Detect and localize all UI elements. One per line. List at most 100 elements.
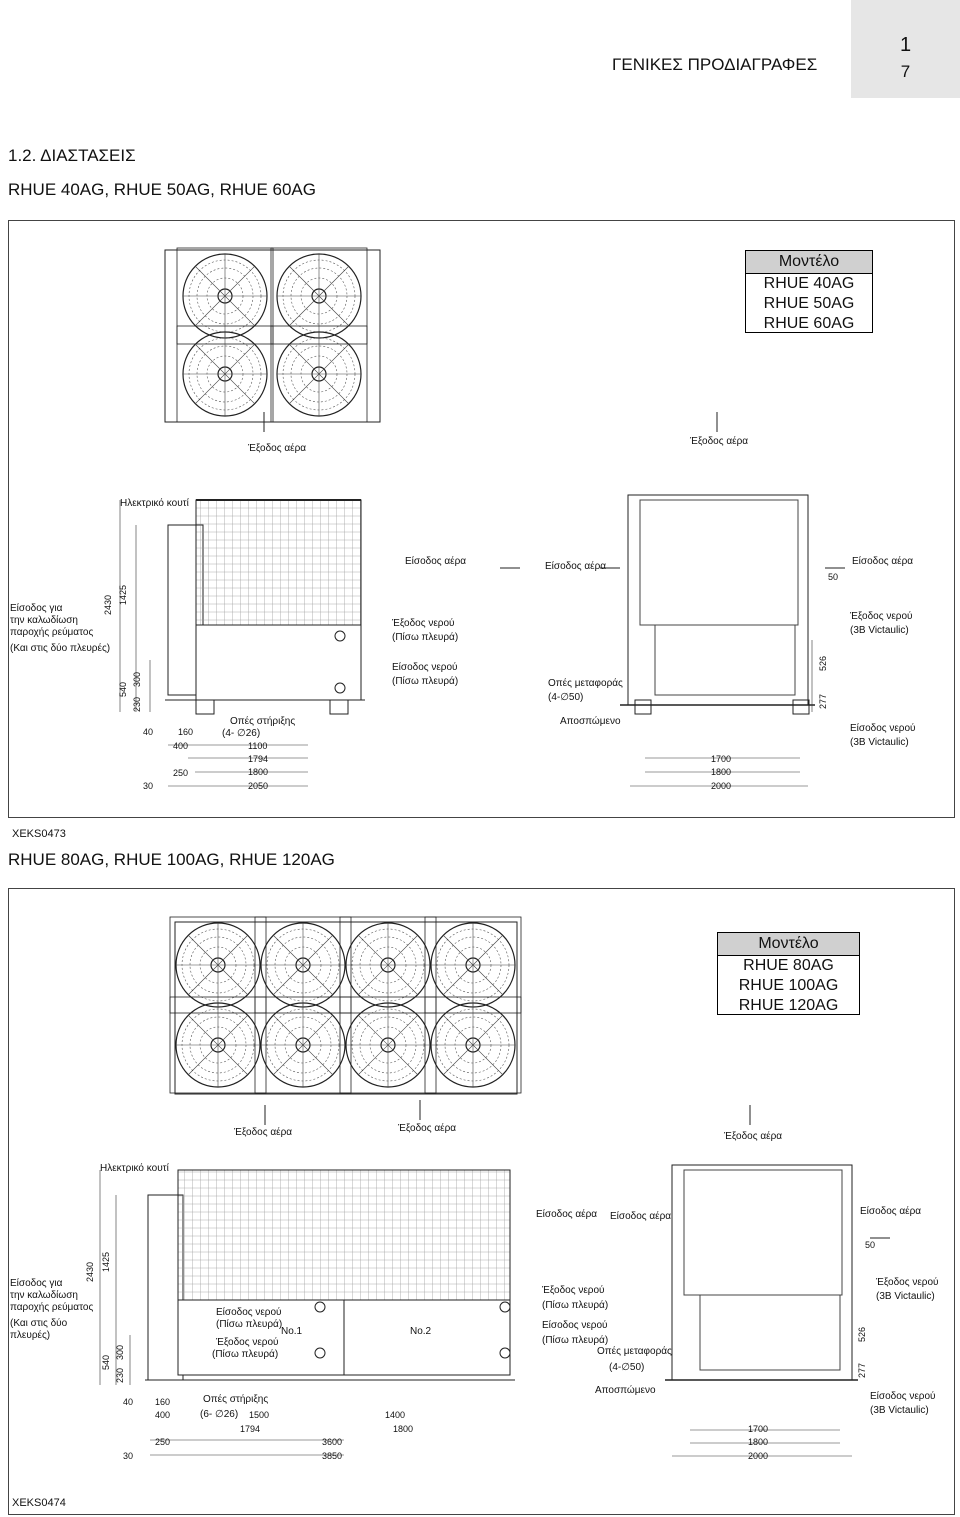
power-entry-label: Είσοδος για — [10, 1278, 63, 1289]
dimension-277: 277 — [818, 693, 828, 709]
transport-holes-spec: (4-∅50) — [609, 1362, 645, 1373]
model-table-header: Μοντέλο — [746, 251, 872, 274]
mounting-holes-spec: (4- ∅26) — [222, 728, 261, 739]
dimension-2000: 2000 — [748, 1451, 769, 1461]
chapter-number: 1 — [899, 34, 912, 56]
victaulic-label: (3B Victaulic) — [850, 625, 909, 636]
dimension-1700: 1700 — [711, 754, 732, 764]
dimension-30: 30 — [123, 1451, 134, 1461]
dimension-400: 400 — [173, 741, 189, 751]
subsection-heading-2: RHUE 80AG, RHUE 100AG, RHUE 120AG — [8, 850, 335, 869]
rear-side-label: (Πίσω πλευρά) — [542, 1335, 609, 1346]
dimension-50: 50 — [865, 1240, 876, 1250]
dimension-1800: 1800 — [748, 1437, 769, 1447]
air-inlet-label: Είσοδος αέρα — [536, 1209, 598, 1220]
power-entry-label: παροχής ρεύματος — [10, 1302, 94, 1313]
dimension-250: 250 — [173, 768, 189, 778]
air-outlet-label: Έξοδος αέρα — [248, 443, 307, 454]
subsection-heading-1: RHUE 40AG, RHUE 50AG, RHUE 60AG — [8, 180, 316, 199]
dimension-3850: 3850 — [322, 1451, 343, 1461]
rear-side-label: (Πίσω πλευρά) — [216, 1319, 283, 1330]
dimension-50: 50 — [828, 572, 839, 582]
section-heading: 1.2. ΔΙΑΣΤΑΣΕΙΣ — [8, 146, 136, 165]
power-entry-label: (Και στις δύο — [10, 1318, 68, 1329]
dimension-1800: 1800 — [393, 1424, 414, 1434]
air-outlet-label: Έξοδος αέρα — [690, 436, 749, 447]
water-outlet-label: Έξοδος νερού — [542, 1285, 605, 1296]
dimension-1700: 1700 — [748, 1424, 769, 1434]
electrical-box-label: Ηλεκτρικό κουτί — [120, 498, 189, 509]
dimension-2050: 2050 — [248, 781, 269, 791]
transport-holes-label: Οπές μεταφοράς — [548, 678, 623, 689]
victaulic-label: (3B Victaulic) — [876, 1291, 935, 1302]
dimension-230: 230 — [132, 696, 142, 712]
dimension-1794: 1794 — [248, 754, 269, 764]
dimension-40: 40 — [123, 1397, 134, 1407]
dimension-1425: 1425 — [118, 584, 128, 605]
dimension-540: 540 — [118, 681, 128, 697]
dimension-1800: 1800 — [248, 767, 269, 777]
dimension-230: 230 — [115, 1367, 125, 1383]
dimension-2430: 2430 — [103, 594, 113, 615]
dimension-526: 526 — [818, 655, 828, 671]
power-entry-label: την καλωδίωση — [10, 1290, 78, 1301]
power-entry-label: πλευρές) — [10, 1330, 51, 1341]
transport-holes-spec: (4-∅50) — [548, 692, 584, 703]
dimension-160: 160 — [155, 1397, 171, 1407]
water-inlet-label: Είσοδος νερού — [216, 1307, 282, 1318]
water-inlet-label: Είσοδος νερού — [850, 723, 916, 734]
model-table-header: Μοντέλο — [718, 933, 859, 956]
water-inlet-label: Είσοδος νερού — [542, 1320, 608, 1331]
removable-label: Αποσπώμενο — [560, 716, 621, 727]
electrical-box-label: Ηλεκτρικό κουτί — [100, 1163, 169, 1174]
dimension-1794: 1794 — [240, 1424, 261, 1434]
dimension-300: 300 — [132, 671, 142, 687]
figure-2-frame — [8, 888, 955, 1515]
air-inlet-label: Είσοδος αέρα — [545, 561, 607, 572]
water-inlet-label: Είσοδος νερού — [870, 1391, 936, 1402]
rear-side-label: (Πίσω πλευρά) — [392, 632, 459, 643]
model-row: RHUE 120AG — [738, 997, 839, 1014]
dimension-30: 30 — [143, 781, 154, 791]
air-inlet-label: Είσοδος αέρα — [860, 1206, 922, 1217]
water-outlet-label: Έξοδος νερού — [216, 1337, 279, 1348]
rear-side-label: (Πίσω πλευρά) — [542, 1300, 609, 1311]
dimension-1500: 1500 — [249, 1410, 270, 1420]
unit-no1-label: No.1 — [281, 1326, 303, 1337]
dimension-1100: 1100 — [248, 741, 268, 751]
transport-holes-label: Οπές μεταφοράς — [597, 1346, 672, 1357]
water-outlet-label: Έξοδος νερού — [850, 611, 913, 622]
model-row: RHUE 50AG — [763, 295, 855, 312]
air-inlet-label: Είσοδος αέρα — [405, 556, 467, 567]
power-entry-label: την καλωδίωση — [10, 615, 78, 626]
air-outlet-label: Έξοδος αέρα — [724, 1131, 783, 1142]
figure-1-frame — [8, 220, 955, 818]
victaulic-label: (3B Victaulic) — [850, 737, 909, 748]
dimension-3600: 3600 — [322, 1437, 343, 1447]
dimension-160: 160 — [178, 727, 194, 737]
rear-side-label: (Πίσω πλευρά) — [212, 1349, 279, 1360]
dimension-1800: 1800 — [711, 767, 732, 777]
model-table-1: Μοντέλο RHUE 40AG RHUE 50AG RHUE 60AG — [745, 250, 873, 333]
unit-no2-label: No.2 — [410, 1326, 432, 1337]
victaulic-label: (3B Victaulic) — [870, 1405, 929, 1416]
water-outlet-label: Έξοδος νερού — [392, 618, 455, 629]
dimension-300: 300 — [115, 1344, 125, 1360]
page-number: 7 — [900, 62, 911, 81]
dimension-277: 277 — [857, 1362, 867, 1378]
air-inlet-label: Είσοδος αέρα — [610, 1211, 672, 1222]
drawing-code: XEKS0474 — [12, 1497, 66, 1509]
water-inlet-label: Είσοδος νερού — [392, 662, 458, 673]
dimension-250: 250 — [155, 1437, 171, 1447]
dimension-2430: 2430 — [85, 1261, 95, 1282]
model-table-2: Μοντέλο RHUE 80AG RHUE 100AG RHUE 120AG — [717, 932, 860, 1015]
rear-side-label: (Πίσω πλευρά) — [392, 676, 459, 687]
model-row: RHUE 100AG — [738, 977, 839, 994]
air-outlet-label: Έξοδος αέρα — [234, 1127, 293, 1138]
mounting-holes-label: Οπές στήριξης — [203, 1394, 269, 1405]
mounting-holes-label: Οπές στήριξης — [230, 716, 296, 727]
drawing-code: XEKS0473 — [12, 828, 66, 840]
dimension-400: 400 — [155, 1410, 171, 1420]
header-title: ΓΕΝΙΚΕΣ ΠΡΟΔΙΑΓΡΑΦΕΣ — [612, 55, 818, 74]
model-row: RHUE 40AG — [763, 275, 855, 292]
